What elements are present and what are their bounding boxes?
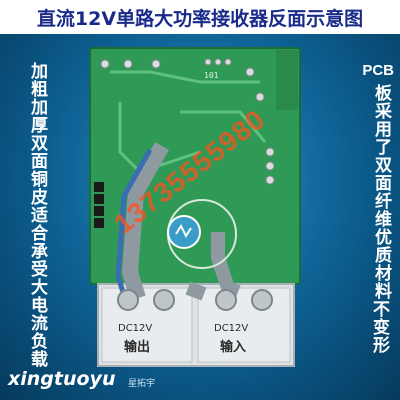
terminal-screw [117,289,139,311]
wire-blue [115,148,153,303]
solder-pad [265,175,275,185]
solder-pad [224,58,232,66]
terminal-screw [251,289,273,311]
pin-header [94,206,104,216]
pin-header [94,194,104,204]
pin-header [94,182,104,192]
solder-pad [100,59,110,69]
logo-mark [175,223,192,239]
pcb-board: DC12V 输出 DC12V 输入 101 [80,42,320,372]
terminal-voltage-input: DC12V [214,323,248,334]
right-caption-line2: 不变形 [369,300,389,354]
solder-pad [204,58,212,66]
thick-copper-strip [122,142,169,301]
solder-pad [214,58,222,66]
brand-logo: xingtuoyu [8,368,116,390]
terminal-voltage-output: DC12V [118,323,152,334]
right-caption-line1: 板采用了双面纤维优质材料 [371,84,391,300]
solder-pad [123,59,133,69]
left-caption: 加粗加厚双面铜皮适合承受大电流负载 [27,62,47,368]
solder-pad [151,59,161,69]
page-title: 直流12V单路大功率接收器反面示意图 [36,8,364,30]
terminal-label-input: 输入 [220,339,246,355]
thick-copper-strip [211,232,241,299]
trace [110,70,260,84]
trace [180,110,267,143]
pin-header [94,218,104,228]
pcb-board-drawing: DC12V 输出 DC12V 输入 101 [89,47,301,367]
silkscreen-text: 101 [204,71,219,80]
solder-pad [265,161,275,171]
terminal-block-output [101,287,193,363]
terminal-screw [215,289,237,311]
pcb-edge [276,50,298,110]
trace [118,102,142,174]
thick-copper-strip [185,281,207,301]
solder-pad [265,147,275,157]
solder-pad [245,67,255,77]
brand-sub: 星拓宇 [128,379,156,389]
terminal-screw [153,289,175,311]
terminal-block-input [197,287,291,363]
solder-pad [255,92,265,102]
right-caption-pcb: PCB [362,62,394,79]
terminal-label-output: 输出 [124,339,150,355]
title-bar: 直流12V单路大功率接收器反面示意图 [0,0,400,34]
